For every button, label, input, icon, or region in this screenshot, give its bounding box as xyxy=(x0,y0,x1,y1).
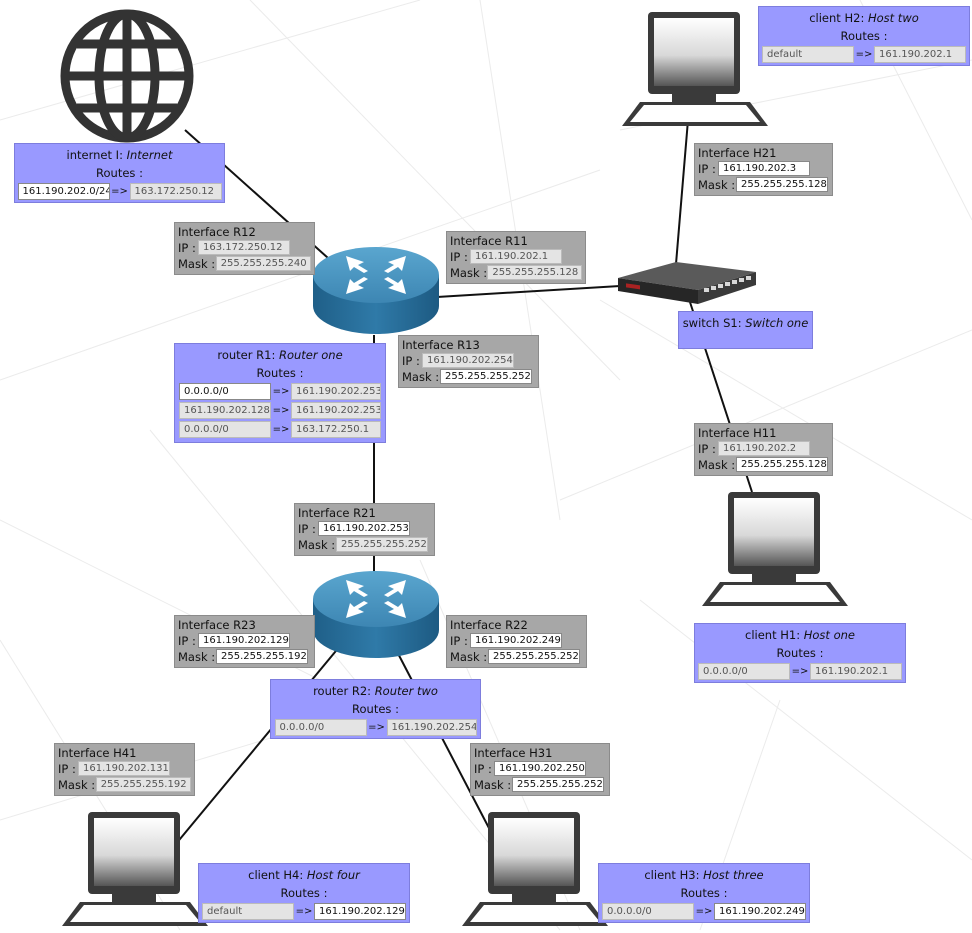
route-destination-input[interactable]: 0.0.0.0/0 xyxy=(698,663,790,680)
client-h4-panel[interactable]: client H4: Host four Routes : default =>… xyxy=(198,863,410,923)
client-h1-panel[interactable]: client H1: Host one Routes : 0.0.0.0/0 =… xyxy=(694,623,906,683)
link-r1-s1 xyxy=(436,285,621,298)
computer-icon[interactable] xyxy=(620,12,770,128)
router-r1-panel[interactable]: router R1: Router one Routes : 0.0.0.0/0… xyxy=(174,343,386,443)
ip-input[interactable]: 161.190.202.249 xyxy=(470,633,562,648)
interface-r13-panel[interactable]: Interface R13 IP :161.190.202.254 Mask :… xyxy=(398,335,539,388)
interface-r11-panel[interactable]: Interface R11 IP :161.190.202.1 Mask :25… xyxy=(446,231,586,284)
node-name: Switch one xyxy=(745,316,809,330)
mask-input[interactable]: 255.255.255.192 xyxy=(95,777,191,792)
mask-input[interactable]: 255.255.255.128 xyxy=(487,265,582,280)
route-gateway-input[interactable]: 161.190.202.253 xyxy=(291,402,381,419)
mask-input[interactable]: 255.255.255.252 xyxy=(488,649,580,664)
switch-icon[interactable] xyxy=(616,258,758,310)
route-gateway-input[interactable]: 163.172.250.12 xyxy=(129,183,222,200)
ip-input[interactable]: 161.190.202.131 xyxy=(78,761,170,776)
route-gateway-input[interactable]: 161.190.202.1 xyxy=(810,663,902,680)
ip-input[interactable]: 161.190.202.1 xyxy=(470,249,562,264)
ip-input[interactable]: 163.172.250.12 xyxy=(198,240,290,255)
link-r2-h4 xyxy=(174,639,346,846)
interface-r23-panel[interactable]: Interface R23 IP :161.190.202.129 Mask :… xyxy=(174,615,315,668)
route-gateway-input[interactable]: 163.172.250.1 xyxy=(291,421,381,438)
route-gateway-input[interactable]: 161.190.202.1 xyxy=(874,46,966,63)
mask-input[interactable]: 255.255.255.252 xyxy=(512,777,604,792)
route-row: default => 161.190.202.129 xyxy=(199,903,409,920)
mask-input[interactable]: 255.255.255.240 xyxy=(215,256,311,271)
mask-input[interactable]: 255.255.255.252 xyxy=(440,369,532,384)
mask-input[interactable]: 255.255.255.252 xyxy=(336,537,428,552)
route-destination-input[interactable]: 161.190.202.0/24 xyxy=(17,183,110,200)
route-gateway-input[interactable]: 161.190.202.253 xyxy=(291,383,381,400)
route-gateway-input[interactable]: 161.190.202.254 xyxy=(386,719,477,736)
router-icon[interactable] xyxy=(312,244,440,336)
route-destination-input[interactable]: 0.0.0.0/0 xyxy=(602,903,694,920)
mask-input[interactable]: 255.255.255.128 xyxy=(736,457,828,472)
ip-input[interactable]: 161.190.202.129 xyxy=(198,633,290,648)
route-row: 0.0.0.0/0 => 161.190.202.254 xyxy=(271,719,480,736)
mask-input[interactable]: 255.255.255.128 xyxy=(736,177,828,192)
node-name: Router one xyxy=(278,348,343,362)
node-name: Host three xyxy=(703,868,764,882)
node-name: Internet xyxy=(126,148,173,162)
node-name: Host one xyxy=(803,628,855,642)
interface-r21-panel[interactable]: Interface R21 IP :161.190.202.253 Mask :… xyxy=(294,503,435,556)
route-gateway-input[interactable]: 161.190.202.129 xyxy=(314,903,406,920)
computer-icon[interactable] xyxy=(460,812,610,928)
route-destination-input[interactable]: 0.0.0.0/0 xyxy=(179,421,271,438)
ip-input[interactable]: 161.190.202.2 xyxy=(718,441,810,456)
route-gateway-input[interactable]: 161.190.202.249 xyxy=(714,903,806,920)
route-row: 161.190.202.0/24 => 163.172.250.12 xyxy=(15,183,224,200)
route-row: 161.190.202.128/25 => 161.190.202.253 xyxy=(175,402,385,419)
node-name: Host two xyxy=(867,11,919,25)
mask-input[interactable]: 255.255.255.192 xyxy=(216,649,308,664)
router-r2-panel[interactable]: router R2: Router two Routes : 0.0.0.0/0… xyxy=(270,679,481,739)
route-destination-input[interactable]: 161.190.202.128/25 xyxy=(179,402,271,419)
interface-h21-panel[interactable]: Interface H21 IP :161.190.202.3 Mask :25… xyxy=(694,143,833,196)
internet-panel[interactable]: internet I: Internet Routes : 161.190.20… xyxy=(14,143,225,203)
computer-icon[interactable] xyxy=(60,812,210,928)
computer-icon[interactable] xyxy=(700,492,850,608)
route-destination-input[interactable]: default xyxy=(762,46,854,63)
route-row: default => 161.190.202.1 xyxy=(759,46,969,63)
link-s1-h2 xyxy=(674,119,689,277)
interface-h11-panel[interactable]: Interface H11 IP :161.190.202.2 Mask :25… xyxy=(694,423,833,476)
switch-s1-panel[interactable]: switch S1: Switch one xyxy=(678,311,813,349)
ip-input[interactable]: 161.190.202.254 xyxy=(422,353,514,368)
node-name: Host four xyxy=(306,868,360,882)
client-h3-panel[interactable]: client H3: Host three Routes : 0.0.0.0/0… xyxy=(598,863,810,923)
route-destination-input[interactable]: 0.0.0.0/0 xyxy=(179,383,271,400)
route-row: 0.0.0.0/0 => 161.190.202.1 xyxy=(695,663,905,680)
globe-icon[interactable] xyxy=(55,8,200,146)
route-row: 0.0.0.0/0 => 163.172.250.1 xyxy=(175,421,385,438)
route-row: 0.0.0.0/0 => 161.190.202.249 xyxy=(599,903,809,920)
route-destination-input[interactable]: default xyxy=(202,903,294,920)
interface-r22-panel[interactable]: Interface R22 IP :161.190.202.249 Mask :… xyxy=(446,615,587,668)
route-row: 0.0.0.0/0 => 161.190.202.253 xyxy=(175,383,385,400)
node-name: Router two xyxy=(374,684,438,698)
interface-r12-panel[interactable]: Interface R12 IP :163.172.250.12 Mask :2… xyxy=(174,222,315,275)
interface-h31-panel[interactable]: Interface H31 IP :161.190.202.250 Mask :… xyxy=(470,743,610,796)
interface-h41-panel[interactable]: Interface H41 IP :161.190.202.131 Mask :… xyxy=(54,743,195,796)
ip-input[interactable]: 161.190.202.3 xyxy=(718,161,810,176)
client-h2-panel[interactable]: client H2: Host two Routes : default => … xyxy=(758,6,970,66)
router-icon[interactable] xyxy=(312,568,440,660)
ip-input[interactable]: 161.190.202.253 xyxy=(318,521,410,536)
ip-input[interactable]: 161.190.202.250 xyxy=(494,761,586,776)
route-destination-input[interactable]: 0.0.0.0/0 xyxy=(274,719,367,736)
